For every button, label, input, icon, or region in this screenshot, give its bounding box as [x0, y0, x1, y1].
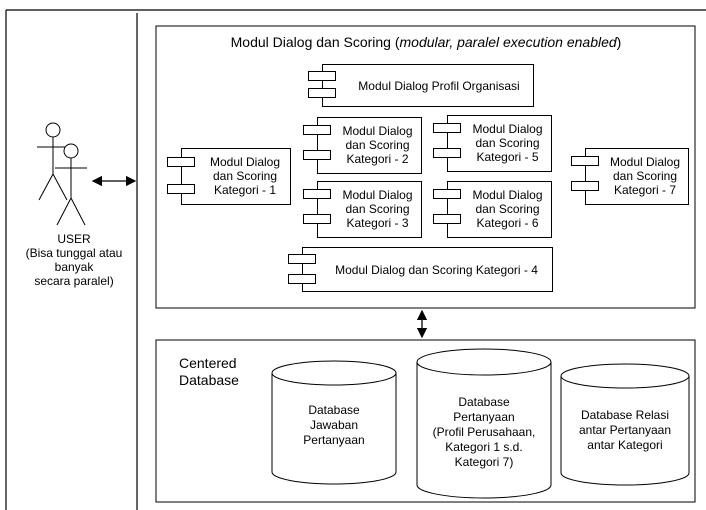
module-port	[167, 184, 195, 194]
module-kategori-6-line-2: dan Scoring	[475, 202, 540, 216]
module-kategori-2-line-2: dan Scoring	[345, 138, 410, 152]
user-note-line-1: (Bisa tunggal atau	[25, 246, 123, 260]
user-note-line-2: banyak	[54, 260, 94, 274]
dialog-module-title: Modul Dialog dan Scoring (modular, paral…	[230, 34, 622, 50]
module-kategori-1-line-3: Kategori - 1	[213, 183, 277, 197]
module-kategori-1-line-1: Modul Dialog	[209, 155, 281, 169]
cylinder-pertanyaan-line-3: (Profil Perusahaan,	[432, 425, 536, 439]
module-kategori-3-line-1: Modul Dialog	[342, 188, 413, 202]
module-port	[308, 88, 336, 98]
module-port	[433, 189, 461, 199]
module-kategori-3-line-2: dan Scoring	[345, 202, 410, 216]
module-port	[433, 214, 461, 224]
module-kategori-2-line-1: Modul Dialog	[342, 124, 413, 138]
module-port	[433, 123, 461, 133]
module-port	[288, 274, 316, 284]
module-kategori-6-line-3: Kategori - 6	[476, 216, 539, 230]
module-port	[433, 148, 461, 158]
module-port	[167, 157, 195, 167]
module-port	[303, 189, 331, 199]
module-kategori-1: Modul Dialog dan Scoring Kategori - 1	[181, 148, 291, 205]
user-label: USER	[57, 232, 91, 246]
module-kategori-5-line-1: Modul Dialog	[472, 122, 543, 136]
database-cylinder-jawaban	[271, 360, 397, 485]
cylinder-jawaban-line-3: Pertanyaan	[303, 433, 365, 447]
dialog-module-boundary	[155, 25, 696, 309]
module-kategori-7-line-3: Kategori - 7	[613, 183, 677, 197]
cylinder-pertanyaan-line-1: Database	[458, 395, 510, 409]
module-kategori-5: Modul Dialog dan Scoring Kategori - 5	[447, 115, 552, 172]
module-kategori-3: Modul Dialog dan Scoring Kategori - 3	[317, 181, 422, 238]
user-actor-icon	[37, 122, 69, 201]
module-port	[288, 254, 316, 264]
module-profil-organisasi: Modul Dialog Profil Organisasi	[322, 64, 534, 107]
cylinder-relasi-line-2: antar Pertanyaan	[578, 423, 672, 437]
module-kategori-2-line-3: Kategori - 2	[346, 152, 409, 166]
database-cylinder-relasi	[560, 363, 690, 486]
module-kategori-2: Modul Dialog dan Scoring Kategori - 2	[317, 117, 422, 174]
module-kategori-1-line-2: dan Scoring	[212, 169, 278, 183]
module-kategori-3-line-3: Kategori - 3	[346, 216, 409, 230]
module-kategori-5-line-2: dan Scoring	[475, 136, 540, 150]
database-cylinder-pertanyaan	[416, 348, 552, 499]
cylinder-pertanyaan-line-2: Pertanyaan	[453, 410, 515, 424]
database-title-line-2: Database	[179, 372, 239, 388]
database-boundary	[155, 339, 696, 503]
cylinder-relasi-line-3: antar Kategori	[587, 438, 663, 452]
module-port	[303, 125, 331, 135]
user-note-line-3: secara paralel)	[34, 274, 114, 288]
module-port	[571, 181, 599, 191]
cylinder-pertanyaan-line-5: Kategori 7)	[454, 455, 514, 469]
cylinder-jawaban-line-1: Database	[308, 403, 360, 417]
cylinder-jawaban-line-2: Jawaban	[309, 418, 359, 432]
database-title-line-1: Centered	[179, 355, 237, 371]
module-port	[303, 150, 331, 160]
module-kategori-6: Modul Dialog dan Scoring Kategori - 6	[447, 181, 552, 238]
module-profil-label: Modul Dialog Profil Organisasi	[358, 79, 520, 93]
cylinder-relasi-line-1: Database Relasi	[580, 408, 670, 422]
module-kategori-7-line-2: dan Scoring	[612, 169, 678, 183]
module-port	[308, 71, 336, 81]
user-actor-icon-2	[55, 143, 87, 226]
module-kategori-7-line-1: Modul Dialog	[609, 155, 681, 169]
module-port	[303, 214, 331, 224]
module-kategori-7: Modul Dialog dan Scoring Kategori - 7	[585, 148, 689, 205]
module-kategori-4-label: Modul Dialog dan Scoring Kategori - 4	[335, 263, 538, 277]
module-kategori-6-line-1: Modul Dialog	[472, 188, 543, 202]
module-kategori-5-line-3: Kategori - 5	[476, 150, 539, 164]
cylinder-pertanyaan-line-4: Kategori 1 s.d.	[445, 440, 523, 454]
module-port	[571, 156, 599, 166]
module-kategori-4: Modul Dialog dan Scoring Kategori - 4	[302, 247, 553, 292]
